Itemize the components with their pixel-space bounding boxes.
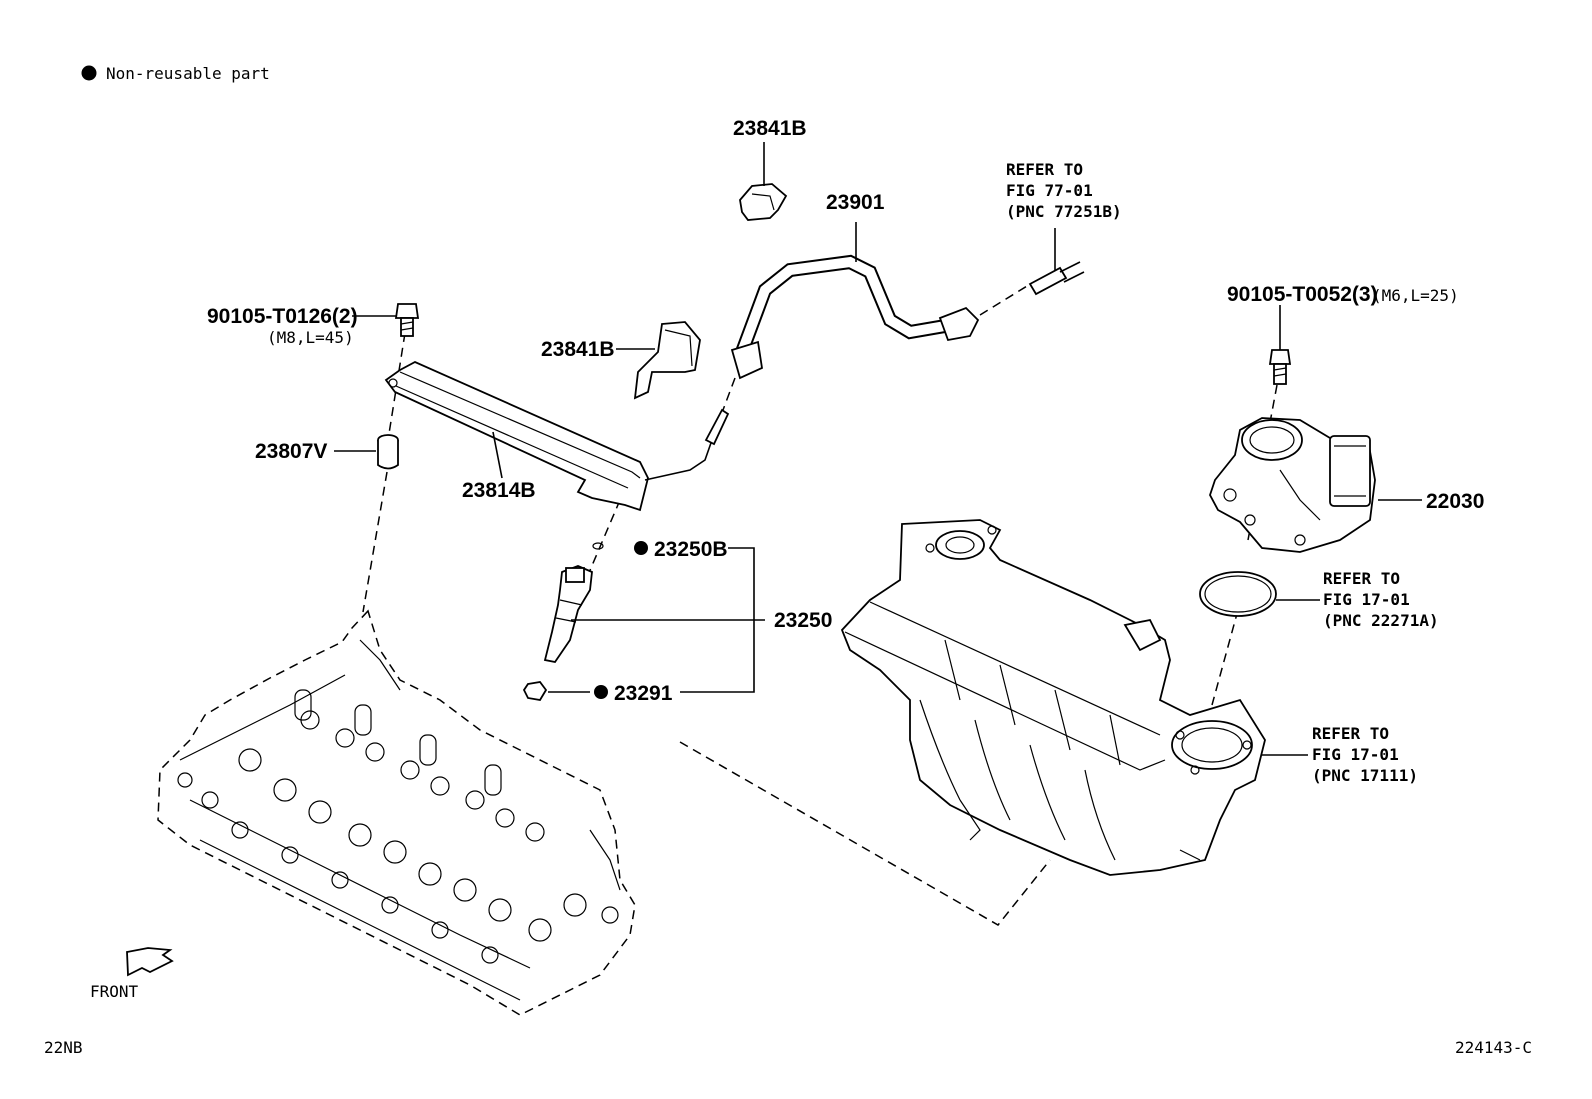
- bolt-icon: [394, 303, 420, 337]
- non-reusable-marker-23250b: [634, 541, 648, 555]
- injector-label: 23250: [774, 609, 832, 632]
- fuel-injector-icon: [543, 565, 593, 663]
- collar-to-head-line: [362, 471, 388, 613]
- bolt-right-label: 90105-T0052(3): [1227, 283, 1378, 306]
- fuel-pipe-label: 23901: [826, 191, 885, 214]
- o-ring-label: 23291: [614, 682, 673, 705]
- refer-77-line3: (PNC 77251B): [1006, 202, 1122, 221]
- assembly-bracket: [680, 547, 755, 693]
- fuel-hose-clamp-icon: [739, 183, 788, 221]
- bolt-left-label: 90105-T0126(2): [207, 305, 358, 328]
- collar-label: 23807V: [255, 440, 327, 463]
- delivery-pipe-label: 23814B: [462, 479, 536, 502]
- gasket-icon: [1199, 571, 1277, 617]
- fuel-hose-clamp-icon: [633, 321, 701, 400]
- refer-17b-line1: REFER TO: [1312, 724, 1389, 743]
- refer-connector-icon: [1028, 261, 1085, 296]
- throttle-body-label: 22030: [1426, 490, 1484, 513]
- bolt-right-spec: (M6,L=25): [1372, 286, 1459, 305]
- refer-17a-line3: (PNC 22271A): [1323, 611, 1439, 630]
- refer-77-line1: REFER TO: [1006, 160, 1083, 179]
- front-arrow-icon: [126, 947, 174, 977]
- front-label: FRONT: [90, 982, 139, 1001]
- bolt-icon: [1268, 349, 1292, 385]
- clamp-mid-label: 23841B: [541, 338, 615, 361]
- gasket-to-manifold-line: [1211, 609, 1239, 706]
- fuel-delivery-pipe-icon: [384, 360, 730, 512]
- refer-77-line2: FIG 77-01: [1006, 181, 1093, 200]
- clamp-top-label: 23841B: [733, 117, 807, 140]
- insulator-label: 23250B: [654, 538, 728, 561]
- pipe-to-refer-line: [979, 282, 1033, 316]
- bolt-to-collar-line: [387, 332, 406, 441]
- figure-id: 224143-C: [1455, 1038, 1532, 1057]
- refer-17a-line1: REFER TO: [1323, 569, 1400, 588]
- head-to-manifold-line: [679, 741, 1051, 926]
- fuel-pipe-icon: [730, 254, 980, 380]
- non-reusable-legend-icon: [81, 65, 97, 81]
- insulator-icon: [592, 542, 604, 550]
- engine-code: 22NB: [44, 1038, 83, 1057]
- delivery-to-injector-line: [587, 499, 621, 576]
- throttle-body-icon: [1209, 417, 1376, 553]
- bolt-left-spec: (M8,L=45): [267, 328, 354, 347]
- refer-17a-line2: FIG 17-01: [1323, 590, 1410, 609]
- refer-17b-line2: FIG 17-01: [1312, 745, 1399, 764]
- legend-text: Non-reusable part: [106, 64, 270, 83]
- refer-17b-line3: (PNC 17111): [1312, 766, 1418, 785]
- intake-manifold-icon: [840, 519, 1266, 876]
- injector-o-ring-icon: [522, 681, 548, 701]
- non-reusable-marker-23291: [594, 685, 608, 699]
- cylinder-head-icon: [157, 609, 636, 1016]
- spacer-collar-icon: [377, 434, 399, 470]
